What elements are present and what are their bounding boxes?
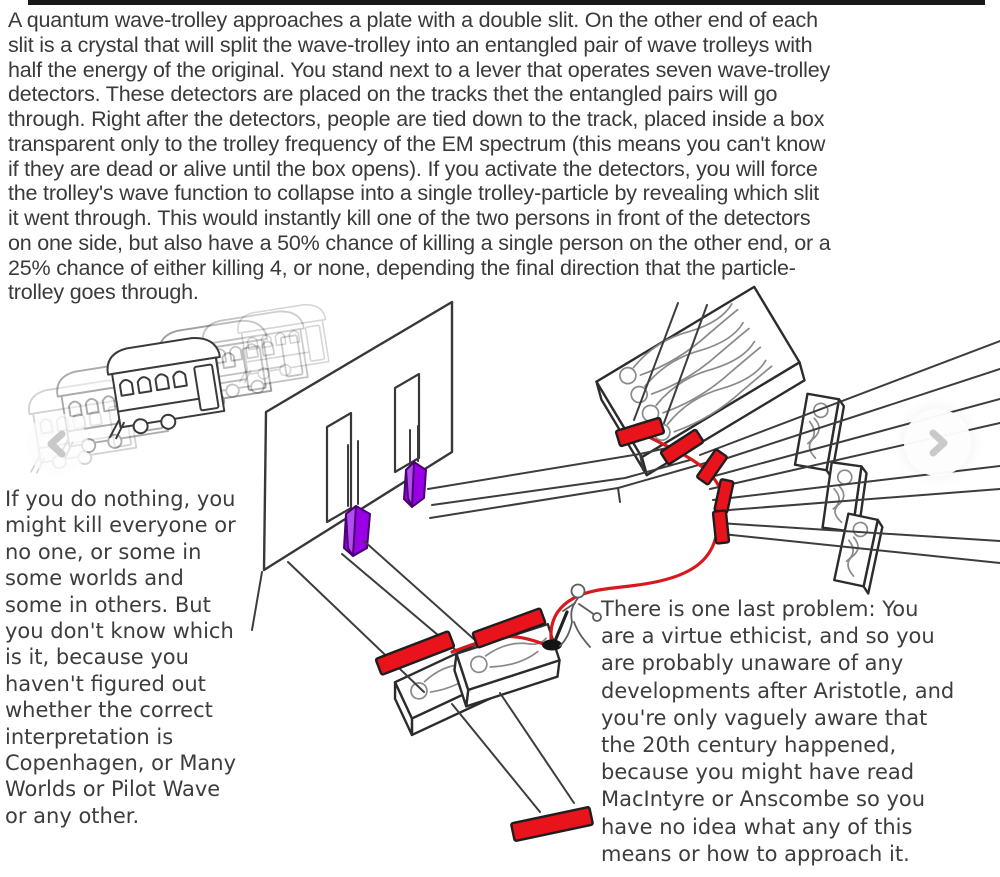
slit-right — [393, 372, 421, 474]
detector-bar — [659, 428, 705, 466]
detector-bar — [510, 806, 594, 842]
top-border-bar — [28, 0, 985, 5]
slit-left — [325, 411, 353, 524]
detector-bars — [374, 416, 735, 842]
chevron-right-icon — [929, 429, 947, 456]
crystal-left-icon — [343, 505, 371, 557]
four-person-box — [595, 285, 806, 477]
crystal-right-icon — [403, 461, 427, 508]
intro-paragraph: A quantum wave-trolley approaches a plat… — [8, 8, 831, 305]
lever-operator-figure — [559, 583, 602, 648]
double-slit-plate — [262, 300, 454, 572]
carousel-prev-button[interactable] — [26, 413, 88, 475]
right-note-text: There is one last problem: You are a vir… — [601, 597, 955, 866]
detector-bar — [374, 630, 456, 676]
detector-bar — [614, 416, 666, 448]
chevron-left-icon — [47, 430, 66, 458]
lever — [542, 610, 569, 651]
detector-bar — [471, 607, 547, 649]
detector-bar — [711, 509, 731, 545]
left-note-text: If you do nothing, you might kill everyo… — [5, 487, 237, 828]
carousel-next-button[interactable] — [904, 409, 971, 476]
detector-bar — [696, 448, 728, 486]
